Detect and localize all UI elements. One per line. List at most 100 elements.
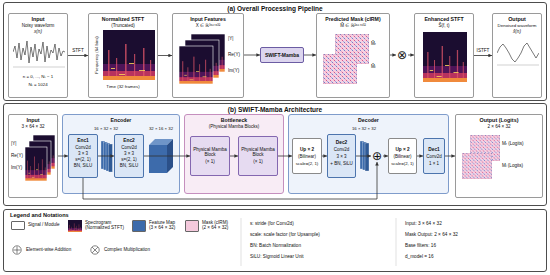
drawing-line [396,218,397,266]
text: (Bilinear) [298,154,316,159]
output-box: Output (Logits)2 × 64 × 32Mᵣ (Logits)Mᵢ … [455,114,543,198]
text-slot: Conv2d [424,154,444,159]
text-slot: Up × 2 [389,147,416,153]
text-slot: Physical Mamba Block [193,147,227,158]
text-slot: Base filters: 16 [405,243,436,249]
text-slot: Ŝ(f, t) [415,23,473,28]
text: (× 1) [205,159,215,164]
text: SWIFT-Mamba [265,53,299,59]
text-slot: M̂ᵢ [371,64,376,69]
text-slot: s=(2, 1) [69,157,97,162]
connector [390,55,396,56]
text: Dec2 [336,140,347,146]
text-slot: ⊕ [371,150,383,162]
text-slot: 32 × 16 × 32 [131,126,191,131]
text-slot: Output (Logits) [456,117,542,123]
stft-box: Normalized STFT(Truncated)Frequency (64 … [88,13,158,98]
text: Physical Mamba Block [241,147,275,158]
architecture-panel: (b) SWIFT-Mamba ArchitectureInput3 × 64 … [3,103,547,206]
text: 2 × 64 × 32 [487,124,510,129]
text: (Truncated) [111,23,135,28]
input-box: Input3 × 64 × 32 |Y| Re(Y) Im(Y) [8,114,58,198]
text: (a) Overall Processing Pipeline [227,5,322,13]
enhanced-box: Enhanced STFTŜ(f, t) [414,13,474,98]
text-slot: 2 × 64 × 32 [456,124,542,129]
text-slot: (a) Overall Processing Pipeline [4,5,546,13]
text: Predicted Mask (cIRM) [325,16,380,22]
text: Conv2d [75,145,91,150]
drawing-rect [365,143,369,171]
notation-text: Input: 3 × 64 × 32 [405,221,442,227]
mask-illustration [323,34,369,86]
conv-block: Enc1Conv2d3 × 3s=(2, 1)BN, SiLU [68,134,98,178]
text-slot: BN, SiLU [115,163,143,168]
dimension-label: 32 × 16 × 32 [149,126,173,131]
connector [144,156,190,157]
connector [445,156,455,157]
drawing-line [497,65,539,66]
addition-node: ⊕ [371,150,383,162]
text: Input [26,117,39,123]
connector [58,156,68,157]
legend-text: Complex Multiplication [104,247,150,252]
drawing-use [179,46,213,84]
drawing-polyline [497,43,539,62]
text: Re(Y) [228,52,240,57]
text: s=(2, 1) [75,157,90,162]
drawing-line [14,250,21,251]
text: Im(Y) [228,68,239,73]
text-slot: BN: Batch Normalization [250,243,301,249]
legend-separators [4,210,544,270]
text-slot: |Y| [11,141,16,146]
waveform-illustration [497,40,539,66]
legend-addition-icon [12,245,22,255]
text-slot: (b) SWIFT-Mamba Architecture [4,106,546,114]
drawing-polyline [13,41,65,63]
edge-label: ISTFT [476,48,491,53]
text: BN, SiLU [120,163,139,168]
feature-stack-illustration [179,34,227,86]
text-slot: SiLU: Sigmoid Linear Unit [250,254,304,260]
text: Re(Y) [11,153,23,158]
text-slot: scale=(2, 1) [389,161,416,166]
conv-block: Enc2Conv2d3 × 3s=(2, 1)BN, SiLU [114,134,144,178]
multiply-node: ⊗ [396,49,408,61]
waveform-illustration [13,38,65,68]
feature-map-illustration [360,141,372,173]
legend-spectrogram-icon [68,220,82,232]
mamba-block: Physical Mamba Block(× 1) [190,136,230,176]
text-slot: Complex Multiplication [104,247,168,252]
connector [278,156,292,157]
text-slot: Mask Output: 2 × 64 × 32 [405,232,458,238]
connector [304,55,316,56]
drawing-rect [149,145,167,173]
text-slot: Re(Y) [11,153,23,158]
text: Time (32 frames) [106,84,139,89]
text-slot: Nₜ = 1024 [9,82,67,87]
conv-block: Dec1Conv2d1 × 1 [423,138,445,174]
text: Up × 2 [300,147,314,153]
text: Enc1 [77,138,88,144]
text: Frequency (64 bins) [95,36,100,73]
drawing-use [68,220,82,232]
feature-stack-illustration [25,135,57,183]
text: 3 × 64 × 32 [21,124,44,129]
text-slot: 16 × 32 × 32 [76,126,136,131]
legend-text: Feature Map (3 × 64 × 32) [149,220,178,231]
text-slot: |Y| [228,36,233,41]
connector [356,156,371,157]
text: |Y| [11,141,16,146]
connector [417,156,423,157]
legend-swatch [185,220,199,232]
drawing-use [462,153,492,179]
text: x̂(n) [513,29,521,34]
text-slot: Im(Y) [11,165,22,170]
text: BN, SiLU [74,163,93,168]
text: X ∈ ℝ³ˣ⁶⁴ˣ³² [196,23,221,28]
connector [383,156,388,157]
text-slot: s=(2, 1) [115,157,143,162]
text: Enc2 [123,138,134,144]
text-slot: Input: 3 × 64 × 32 [405,221,442,227]
text: M̂ᵢ [371,64,376,69]
